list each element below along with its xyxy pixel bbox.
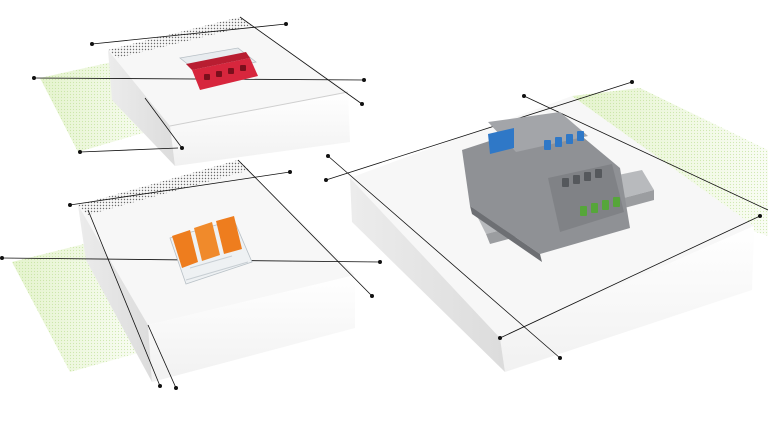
connector-port <box>228 68 234 74</box>
pushbutton <box>595 169 602 178</box>
dimension-line <box>79 147 179 153</box>
dimension-dot <box>360 102 364 106</box>
block-side-face <box>78 205 152 382</box>
pushbutton <box>577 131 584 141</box>
dimension-line <box>237 159 373 297</box>
dimension-line <box>327 155 561 359</box>
dot-texture-strip <box>78 160 250 215</box>
lever <box>194 222 220 261</box>
lever <box>172 230 198 268</box>
dimension-line <box>144 97 183 149</box>
block-side-face <box>350 178 505 372</box>
block-top-left <box>108 17 350 166</box>
gray-pushbuttons <box>562 169 602 187</box>
shadow-top-left-dots <box>40 62 160 152</box>
blue-pushbuttons <box>544 131 584 150</box>
dimension-line <box>325 81 633 181</box>
dimension-line <box>87 209 161 387</box>
pushbutton <box>584 172 591 181</box>
dimension-dot <box>174 386 178 390</box>
dimension-dot <box>758 214 762 218</box>
block-side-face <box>108 50 175 166</box>
pushbutton <box>544 140 551 150</box>
dimension-dot <box>180 146 184 150</box>
green-pushbuttons <box>580 197 620 216</box>
ground-shadows <box>12 62 768 372</box>
dimension-line <box>523 95 768 211</box>
dimension-dot <box>68 203 72 207</box>
dimension-dots <box>0 22 762 390</box>
dimension-line <box>239 16 363 105</box>
housing-divider <box>185 261 249 281</box>
shadow-right-dots <box>572 88 768 236</box>
dimension-dot <box>158 384 162 388</box>
dimension-dot <box>522 94 526 98</box>
dimension-dot <box>362 78 366 82</box>
dimension-dot <box>370 294 374 298</box>
pushbutton <box>566 134 573 144</box>
red-push-wire-connector <box>179 47 258 90</box>
pushbutton <box>602 200 609 210</box>
dimension-dot <box>498 336 502 340</box>
dimension-dot <box>630 80 634 84</box>
dimension-dot <box>78 150 82 154</box>
connector-port <box>204 74 210 80</box>
dimension-dot <box>326 154 330 158</box>
pushbutton <box>573 175 580 184</box>
block-front-face <box>500 226 754 372</box>
dot-texture-strip <box>108 17 252 58</box>
orange-lever-splicing-connector <box>169 216 253 285</box>
dimension-dot <box>0 256 4 260</box>
pushbutton <box>580 206 587 216</box>
dimension-dot <box>32 76 36 80</box>
block-front-face <box>170 92 350 166</box>
dimension-line <box>91 23 287 45</box>
din-rail-terminal-block <box>462 112 654 262</box>
housing-divider <box>189 255 233 269</box>
lever <box>216 216 242 254</box>
connector-red-top <box>186 52 250 70</box>
dimension-dot <box>90 42 94 46</box>
pushbutton <box>562 178 569 187</box>
dimension-dot <box>288 170 292 174</box>
edge-line <box>169 91 349 127</box>
terminal-front-shadow <box>470 206 542 262</box>
block-front-face <box>148 275 355 382</box>
dimension-dot <box>378 260 382 264</box>
dimension-dot <box>558 356 562 360</box>
blue-marker <box>488 128 514 154</box>
pushbutton <box>591 203 598 213</box>
shadow-bottom-left-dots <box>12 242 142 372</box>
connector-ports <box>204 65 246 80</box>
pushbutton <box>613 197 620 207</box>
dimension-line <box>69 171 291 206</box>
dimension-line <box>499 215 761 339</box>
dimension-dot <box>284 22 288 26</box>
dimension-dot <box>324 178 328 182</box>
connector-port <box>240 65 246 71</box>
connector-port <box>216 71 222 77</box>
dimension-line <box>147 324 177 389</box>
pushbutton <box>555 137 562 147</box>
